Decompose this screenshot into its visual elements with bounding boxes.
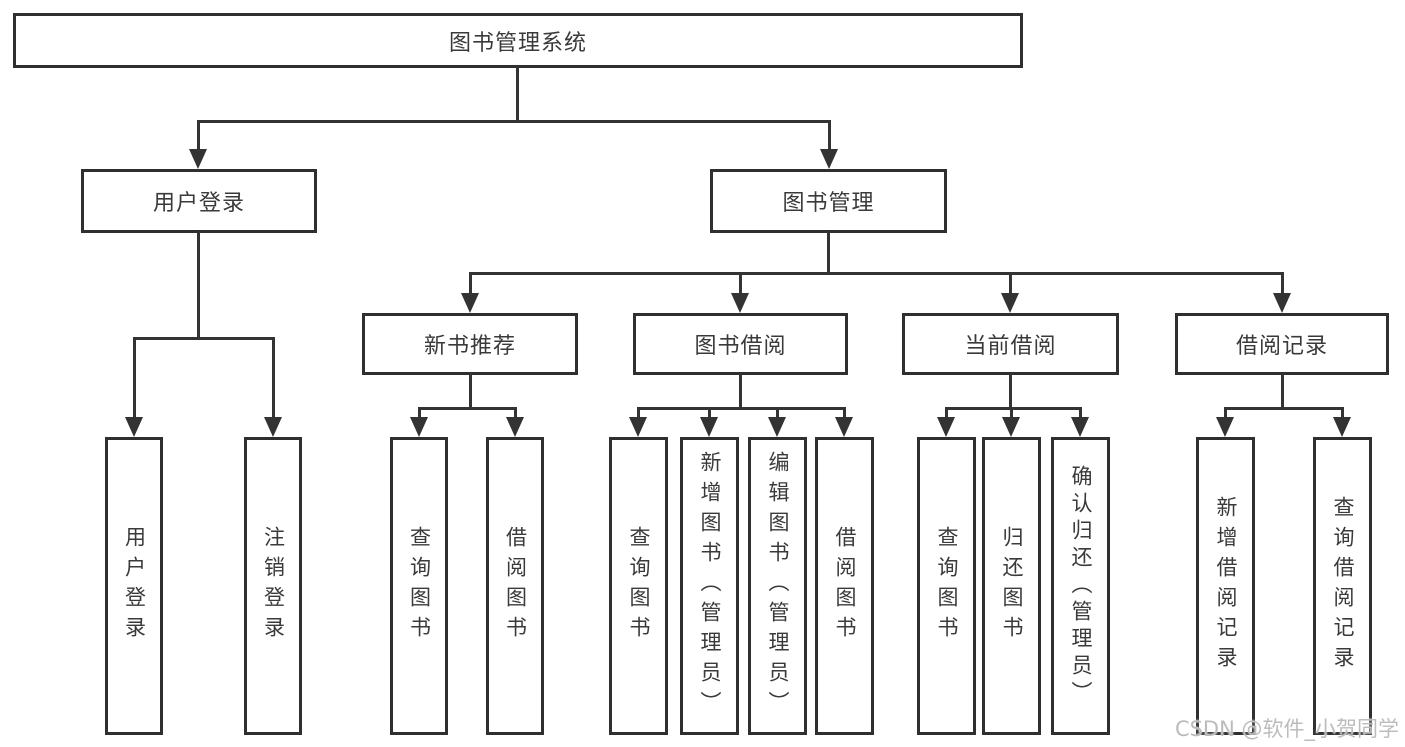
leaf-user-login: 用户登录 bbox=[105, 437, 163, 735]
leaf-return-books: 归还图书 bbox=[982, 437, 1041, 735]
leaf-label: 查询图书 bbox=[627, 526, 651, 646]
arrowhead-icon bbox=[1216, 417, 1234, 437]
leaf-confirm-return-admin: 确认归还（管理员） bbox=[1051, 437, 1110, 735]
connector-line bbox=[196, 120, 200, 151]
arrowhead-icon bbox=[1071, 417, 1089, 437]
arrowhead-icon bbox=[700, 417, 718, 437]
arrowhead-icon bbox=[461, 293, 479, 313]
connector-line bbox=[196, 120, 831, 123]
leaf-label: 编辑图书（管理员） bbox=[766, 451, 790, 721]
leaf-borrow-books-recommend: 借阅图书 bbox=[486, 437, 544, 735]
node-label: 当前借阅 bbox=[964, 334, 1057, 359]
leaf-logout: 注销登录 bbox=[244, 437, 302, 735]
leaf-edit-books-admin: 编辑图书（管理员） bbox=[748, 437, 807, 735]
connector-line bbox=[196, 231, 200, 339]
connector-line bbox=[1008, 272, 1012, 294]
connector-line bbox=[1223, 407, 1344, 410]
connector-line bbox=[1008, 373, 1012, 409]
arrowhead-icon bbox=[410, 417, 428, 437]
leaf-label: 注销登录 bbox=[261, 526, 286, 646]
connector-line bbox=[944, 407, 1082, 410]
node-label: 用户登录 bbox=[152, 191, 245, 216]
arrowhead-icon bbox=[264, 417, 282, 437]
connector-line bbox=[417, 407, 517, 410]
leaf-label: 借阅图书 bbox=[503, 526, 528, 646]
connector-line bbox=[1223, 407, 1227, 418]
node-current-borrowing: 当前借阅 bbox=[902, 313, 1119, 375]
arrowhead-icon bbox=[1001, 293, 1019, 313]
arrowhead-icon bbox=[125, 417, 143, 437]
node-label: 新书推荐 bbox=[423, 334, 516, 359]
connector-line bbox=[738, 272, 742, 294]
connector-line bbox=[1280, 373, 1284, 409]
csdn-watermark: CSDN @软件_小贺同学 bbox=[1174, 717, 1399, 741]
node-user-login-branch: 用户登录 bbox=[81, 169, 317, 233]
connector-line bbox=[1078, 407, 1082, 418]
arrowhead-icon bbox=[1273, 293, 1291, 313]
leaf-label: 用户登录 bbox=[122, 526, 147, 646]
arrowhead-icon bbox=[189, 149, 207, 169]
arrowhead-icon bbox=[937, 417, 955, 437]
leaf-label: 新增借阅记录 bbox=[1214, 496, 1238, 676]
leaf-label: 查询图书 bbox=[935, 526, 959, 646]
connector-line bbox=[515, 66, 519, 123]
leaf-label: 查询图书 bbox=[407, 526, 432, 646]
connector-line bbox=[707, 407, 711, 418]
node-book-management-branch: 图书管理 bbox=[710, 169, 947, 233]
connector-line bbox=[842, 407, 846, 418]
leaf-label: 确认归还（管理员） bbox=[1069, 464, 1093, 708]
connector-line bbox=[468, 272, 472, 294]
arrowhead-icon bbox=[768, 417, 786, 437]
node-new-book-recommendation: 新书推荐 bbox=[362, 313, 578, 375]
arrowhead-icon bbox=[1002, 417, 1020, 437]
leaf-borrow-books: 借阅图书 bbox=[815, 437, 874, 735]
arrowhead-icon bbox=[731, 293, 749, 313]
connector-line bbox=[636, 407, 640, 418]
leaf-query-books-current: 查询图书 bbox=[917, 437, 976, 735]
leaf-add-books-admin: 新增图书（管理员） bbox=[680, 437, 739, 735]
connector-line bbox=[271, 337, 275, 418]
connector-line bbox=[1280, 272, 1284, 294]
leaf-add-borrow-record: 新增借阅记录 bbox=[1196, 437, 1255, 735]
node-label: 借阅记录 bbox=[1235, 334, 1328, 359]
leaf-query-books-borrow: 查询图书 bbox=[609, 437, 668, 735]
connector-line bbox=[417, 407, 421, 418]
arrowhead-icon bbox=[1333, 417, 1351, 437]
connector-line bbox=[775, 407, 779, 418]
connector-line bbox=[827, 120, 831, 151]
connector-line bbox=[468, 272, 1284, 275]
node-book-borrowing: 图书借阅 bbox=[633, 313, 848, 375]
connector-line bbox=[132, 337, 275, 340]
arrowhead-icon bbox=[506, 417, 524, 437]
leaf-query-books-recommend: 查询图书 bbox=[390, 437, 448, 735]
leaf-label: 借阅图书 bbox=[833, 526, 857, 646]
node-label: 图书管理 bbox=[782, 191, 875, 216]
connector-line bbox=[132, 337, 136, 418]
connector-line bbox=[636, 407, 846, 410]
arrowhead-icon bbox=[820, 149, 838, 169]
connector-line bbox=[468, 373, 472, 409]
connector-line bbox=[513, 407, 517, 418]
node-borrowing-records: 借阅记录 bbox=[1175, 313, 1389, 375]
node-label: 图书借阅 bbox=[694, 334, 787, 359]
leaf-label: 新增图书（管理员） bbox=[698, 451, 722, 721]
leaf-label: 查询借阅记录 bbox=[1331, 496, 1355, 676]
leaf-label: 归还图书 bbox=[1000, 526, 1024, 646]
connector-line bbox=[1340, 407, 1344, 418]
arrowhead-icon bbox=[835, 417, 853, 437]
node-label: 图书管理系统 bbox=[448, 30, 587, 56]
arrowhead-icon bbox=[629, 417, 647, 437]
node-root-book-management-system: 图书管理系统 bbox=[13, 13, 1023, 68]
connector-line bbox=[738, 373, 742, 409]
connector-line bbox=[1009, 407, 1013, 418]
leaf-query-borrow-record: 查询借阅记录 bbox=[1313, 437, 1372, 735]
connector-line bbox=[944, 407, 948, 418]
connector-line bbox=[826, 231, 830, 274]
